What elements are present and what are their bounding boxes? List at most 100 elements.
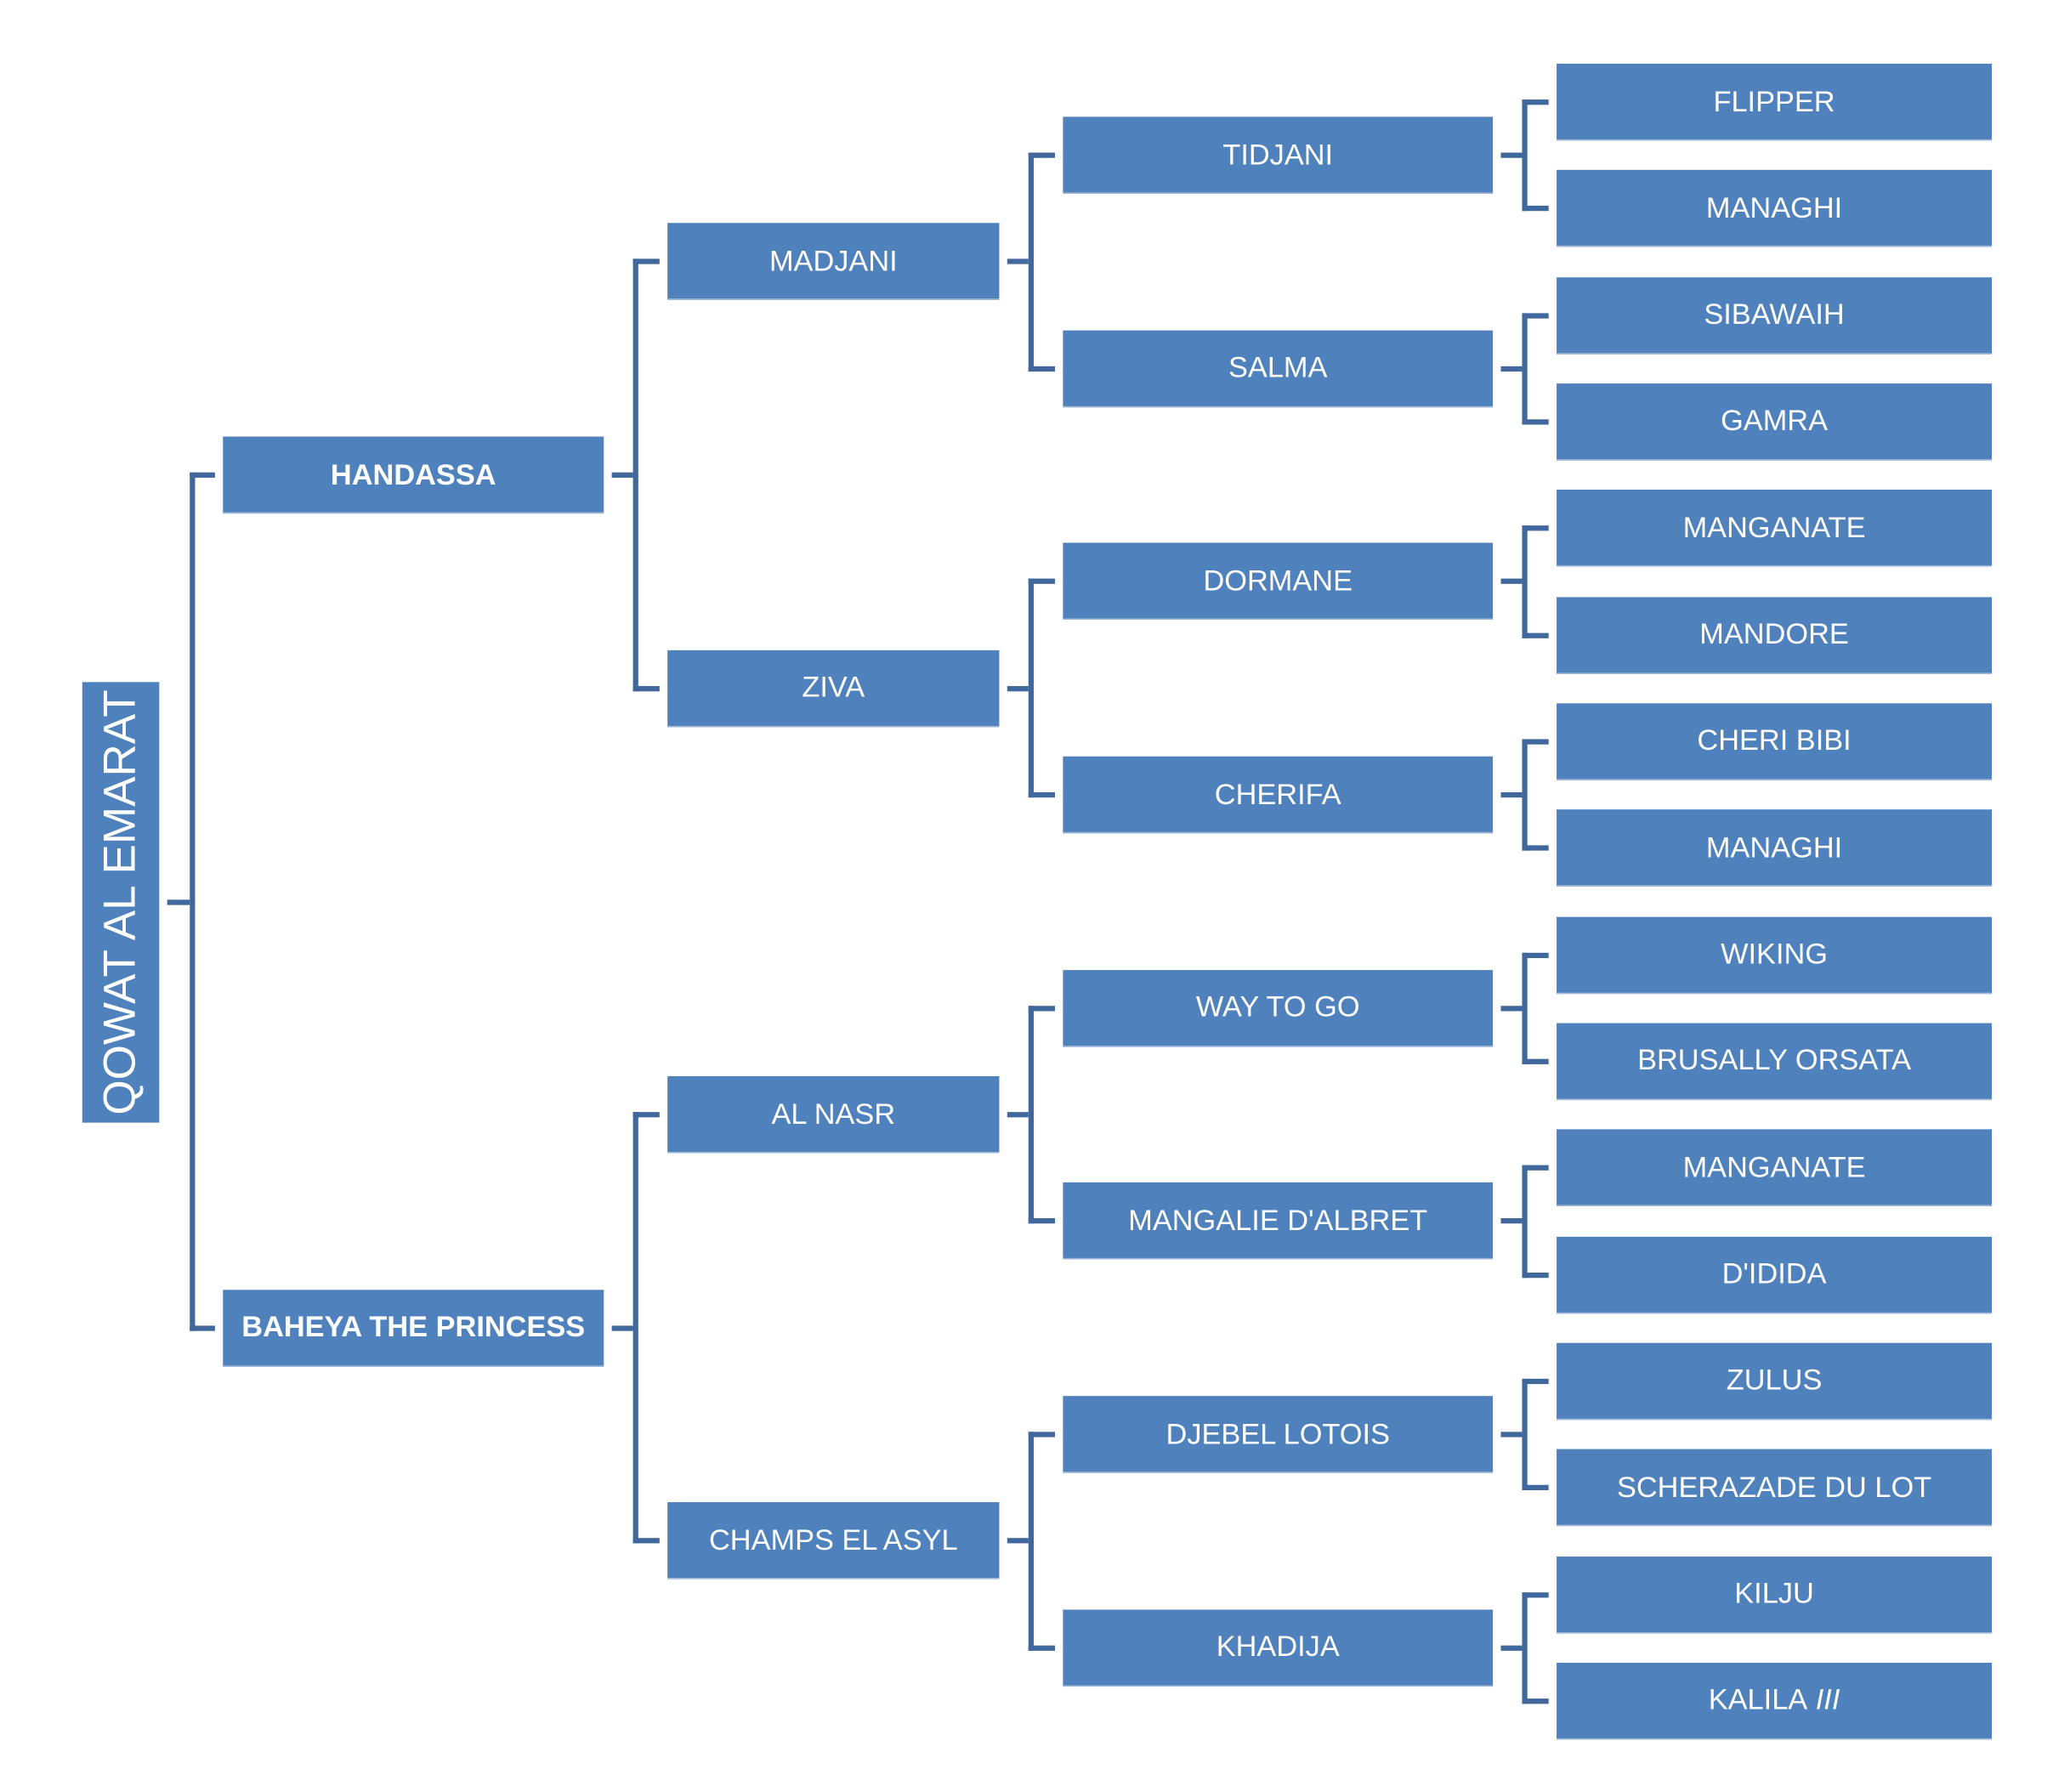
node-label: KHADIJA (1216, 1630, 1340, 1664)
connector-line (1522, 632, 1549, 638)
connector-line (1522, 206, 1549, 212)
node-level-4: KILJU (1557, 1556, 1993, 1633)
node-label: SCHERAZADE DU LOT (1616, 1470, 1932, 1504)
node-level-3: CHERIFA (1063, 756, 1494, 834)
connector-line (1500, 792, 1523, 798)
node-label: WIKING (1721, 937, 1829, 971)
connector-line (1007, 1112, 1029, 1118)
node-level-4: MANDORE (1557, 596, 1993, 674)
node-level-3: MANGALIE D'ALBRET (1063, 1182, 1494, 1261)
node-level-4: SCHERAZADE DU LOT (1557, 1449, 1993, 1527)
connector-line (190, 472, 196, 1331)
connector-line (632, 685, 660, 691)
node-label: WAY TO GO (1195, 990, 1360, 1024)
connector-line (1522, 525, 1549, 531)
connector-line (611, 472, 633, 479)
connector-line (1522, 1378, 1528, 1491)
node-label: MANGALIE D'ALBRET (1128, 1203, 1428, 1237)
connector-line (632, 259, 638, 691)
node-label: AL NASR (771, 1097, 896, 1131)
connector-line (1007, 685, 1029, 691)
node-level-3: DORMANE (1063, 543, 1494, 621)
connector-line (1028, 1005, 1055, 1012)
connector-line (1522, 1058, 1549, 1064)
connector-line (1007, 259, 1029, 265)
node-level-4: KALILA III (1557, 1662, 1993, 1740)
connector-line (1007, 1538, 1029, 1545)
node-label: D'IDIDA (1721, 1256, 1827, 1290)
node-level-4: FLIPPER (1557, 63, 1993, 141)
connector-line (1522, 1165, 1528, 1278)
connector-line (167, 899, 190, 905)
connector-line (1522, 99, 1549, 105)
node-label: FLIPPER (1713, 84, 1835, 118)
connector-line (1500, 1005, 1523, 1012)
node-label: BAHEYA THE PRINCESS (241, 1310, 586, 1344)
connector-line (1522, 952, 1528, 1064)
connector-line (1028, 366, 1055, 371)
node-level-3: TIDJANI (1063, 116, 1494, 195)
node-label: DJEBEL LOTOIS (1165, 1416, 1390, 1450)
node-level-3: SALMA (1063, 330, 1494, 407)
node-label: MANAGHI (1705, 830, 1843, 864)
connector-line (1028, 1005, 1035, 1224)
node-level-1: HANDASSA (223, 436, 604, 514)
connector-line (1028, 579, 1055, 585)
connector-line (1522, 739, 1549, 745)
connector-line (632, 1112, 660, 1118)
connector-line (190, 1325, 215, 1331)
node-label: CHAMPS EL ASYL (708, 1523, 958, 1557)
node-level-4: MANAGHI (1557, 170, 1993, 247)
node-label: DORMANE (1203, 564, 1353, 598)
node-label: CHERIFA (1214, 777, 1341, 811)
connector-line (1028, 1645, 1055, 1651)
connector-line (632, 1112, 638, 1545)
node-level-2: MADJANI (667, 224, 1000, 301)
root-node: QOWAT AL EMARAT (82, 682, 160, 1123)
connector-line (1028, 1432, 1035, 1651)
connector-line (1500, 366, 1523, 371)
node-label: KILJU (1734, 1576, 1814, 1610)
node-label: KALILA (1708, 1683, 1808, 1717)
node-level-4: MANAGHI (1557, 809, 1993, 887)
connector-line (1522, 1378, 1549, 1385)
node-label: MANGANATE (1682, 510, 1866, 544)
node-level-2: CHAMPS EL ASYL (667, 1502, 1000, 1580)
connector-line (611, 1325, 633, 1331)
node-level-4: BRUSALLY ORSATA (1557, 1023, 1993, 1101)
connector-line (1522, 1591, 1528, 1704)
connector-line (1500, 1218, 1523, 1224)
connector-line (1522, 1165, 1549, 1171)
node-level-3: DJEBEL LOTOIS (1063, 1396, 1494, 1473)
connector-line (1522, 419, 1549, 425)
node-label: ZULUS (1726, 1363, 1823, 1397)
connector-line (190, 472, 215, 479)
connector-line (1500, 1432, 1523, 1438)
node-label: MADJANI (768, 244, 898, 278)
connector-line (1522, 1591, 1549, 1597)
node-level-4: GAMRA (1557, 383, 1993, 461)
node-label-suffix: III (1807, 1683, 1840, 1717)
connector-line (1522, 312, 1549, 319)
connector-line (1028, 1218, 1055, 1224)
node-level-4: D'IDIDA (1557, 1236, 1993, 1313)
node-level-2: AL NASR (667, 1076, 1000, 1154)
connector-line (1522, 952, 1549, 958)
connector-line (1522, 525, 1528, 638)
node-level-3: KHADIJA (1063, 1609, 1494, 1687)
connector-line (1028, 579, 1035, 798)
node-level-4: MANGANATE (1557, 490, 1993, 568)
node-label: GAMRA (1721, 404, 1829, 438)
connector-line (1522, 99, 1528, 212)
connector-line (632, 259, 660, 265)
connector-line (1028, 792, 1055, 798)
node-label: SALMA (1228, 350, 1328, 384)
connector-line (1500, 152, 1523, 159)
node-level-4: MANGANATE (1557, 1129, 1993, 1207)
node-level-2: ZIVA (667, 649, 1000, 728)
node-label: CHERI BIBI (1697, 723, 1852, 757)
node-label: TIDJANI (1222, 137, 1334, 171)
connector-line (1522, 1698, 1549, 1704)
connector-line (1522, 739, 1528, 852)
